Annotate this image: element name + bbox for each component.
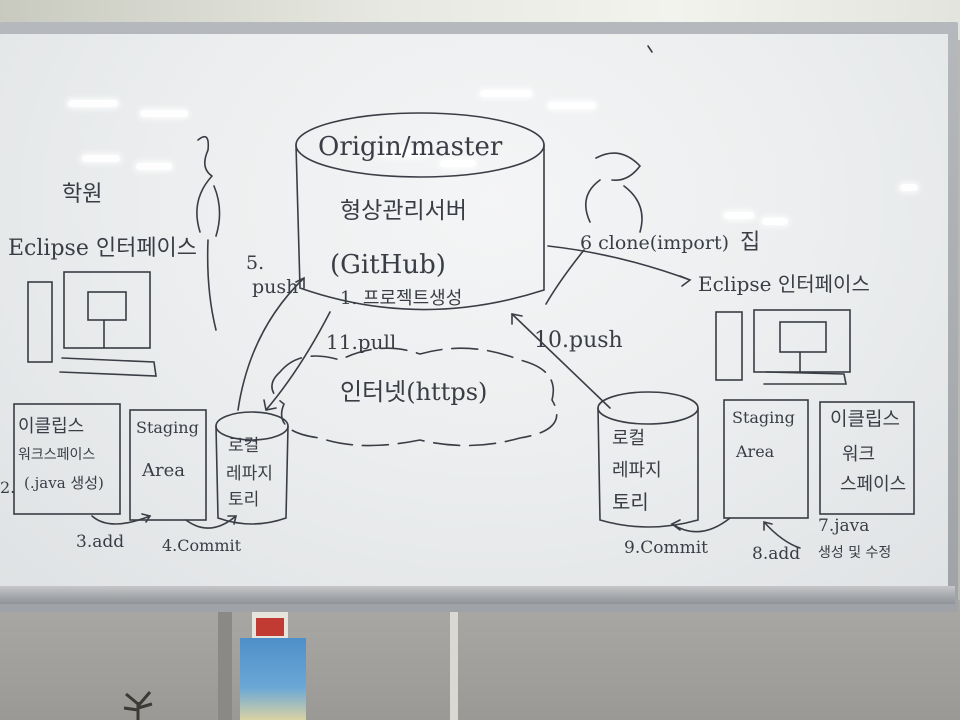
left-workspace-line1: 이클립스: [18, 416, 85, 437]
left-workspace-box: [13, 403, 121, 515]
door-frame: [218, 604, 232, 720]
marker-tray: [0, 586, 955, 604]
right-repo-line2: 레파지: [612, 460, 662, 481]
right-computer-tower-icon: [715, 311, 743, 381]
add-arrow-right: [763, 520, 801, 549]
right-staging-box: [723, 399, 809, 519]
pull-arrow-left: [263, 311, 331, 411]
right-staging-line1: Staging: [732, 408, 795, 427]
right-monitor-icon: [753, 309, 851, 373]
step9-label: 9.Commit: [624, 538, 708, 558]
left-workspace-line2: 워크스페이스: [18, 447, 96, 463]
push-arrow-left: [237, 276, 305, 411]
light-reflection: [136, 163, 172, 170]
right-workspace-line2: 워크: [842, 444, 876, 465]
plant-icon: [123, 691, 153, 720]
push-arrow-right: [511, 313, 611, 409]
left-workspace-line3: (.java 생성): [24, 474, 104, 492]
left-local-repo-body: [215, 425, 289, 525]
db-subtitle: 형상관리서버: [340, 198, 467, 224]
server-db-body: [295, 144, 545, 311]
db-step1: 1. 프로젝트생성: [340, 288, 463, 309]
left-ide-label: Eclipse 인터페이스: [8, 236, 198, 261]
light-reflection: [762, 218, 788, 225]
left-staging-box: [129, 409, 207, 521]
sign-red-panel: [256, 618, 284, 636]
right-person-figure: [545, 152, 643, 305]
left-person-figure: [196, 135, 221, 331]
left-repo-line3: 토리: [228, 490, 260, 510]
step6-label: 6 clone(import): [580, 232, 730, 254]
light-reflection: [724, 212, 754, 219]
left-repo-line2: 레파지: [226, 464, 273, 484]
light-reflection: [68, 100, 118, 107]
right-staging-line2: Area: [736, 442, 775, 461]
internet-label: 인터넷(https): [340, 378, 488, 406]
db-title: Origin/master: [318, 132, 503, 162]
left-staging-line1: Staging: [136, 418, 199, 437]
step11-label: 11.pull: [326, 330, 397, 354]
left-place-label: 학원: [62, 182, 103, 207]
commit-arrow-right: [670, 517, 731, 533]
wall-poster: [240, 638, 306, 720]
light-reflection: [900, 184, 918, 191]
safety-sign: [252, 612, 288, 642]
add-arrow-left: [91, 513, 152, 525]
right-local-repo-body: [597, 407, 699, 528]
light-reflection: [548, 102, 596, 109]
right-place-label: 집: [740, 230, 761, 255]
wall-bottom: [0, 600, 960, 720]
right-workspace-line1: 이클립스: [830, 408, 900, 430]
commit-arrow-left: [185, 515, 238, 529]
left-staging-line2: Area: [142, 460, 185, 481]
left-repo-line1: 로컬: [228, 436, 260, 456]
right-ide-label: Eclipse 인터페이스: [698, 272, 870, 296]
clone-arrow: [547, 245, 692, 287]
step5-label: push: [252, 276, 299, 298]
right-workspace-box: [819, 401, 915, 515]
light-reflection: [380, 150, 428, 157]
db-github: (GitHub): [330, 250, 446, 280]
light-reflection: [140, 110, 188, 117]
left-computer-tower-icon: [27, 281, 53, 363]
step10-label: 10.push: [534, 328, 623, 353]
step7-line1: 7.java: [818, 516, 870, 536]
right-repo-line3: 토리: [612, 490, 649, 514]
step7-line2: 생성 및 수정: [818, 545, 892, 561]
right-repo-line1: 로컬: [612, 428, 646, 449]
step3-label: 3.add: [76, 532, 125, 552]
step8-label: 8.add: [752, 544, 801, 564]
internet-cloud: [271, 347, 558, 447]
light-reflection: [480, 90, 532, 97]
light-reflection: [440, 160, 476, 167]
step4-label: 4.Commit: [162, 536, 242, 555]
right-workspace-line3: 스페이스: [840, 474, 907, 495]
wall-conduit: [450, 612, 458, 720]
right-local-repo-top: [597, 391, 699, 425]
left-monitor-icon: [63, 271, 151, 349]
step2-label: 2.: [0, 478, 16, 497]
light-reflection: [82, 155, 120, 162]
step5-number: 5.: [246, 252, 265, 274]
